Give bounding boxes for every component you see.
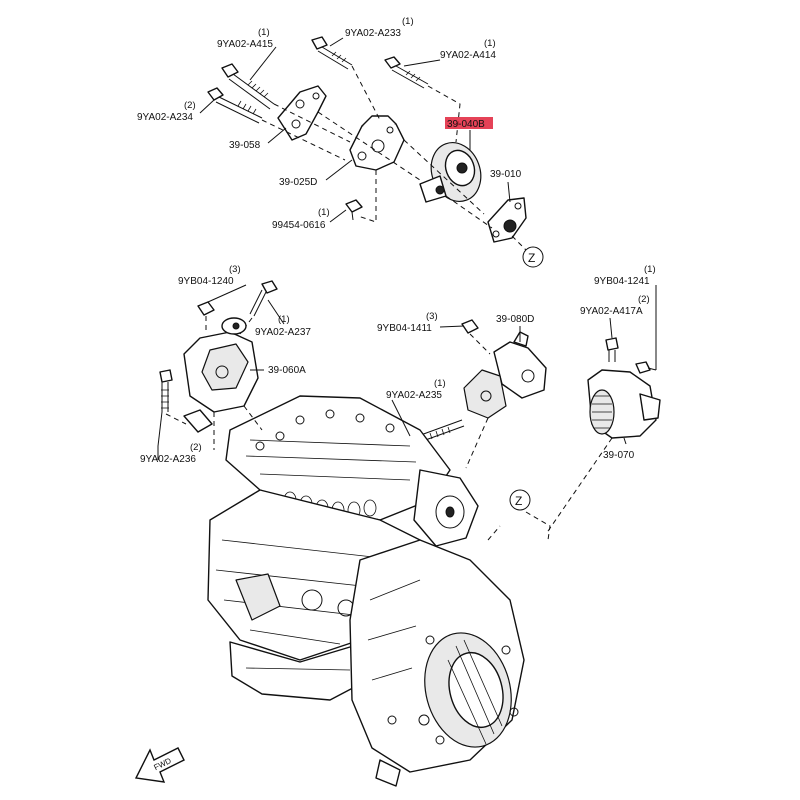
callout-qty: (1)	[278, 314, 290, 325]
callout-qty: (1)	[644, 264, 656, 275]
leader-lines	[157, 37, 657, 460]
bolt-9yb04-1241	[635, 361, 651, 374]
z-marker-top: Z	[522, 246, 544, 268]
transmission-bolts	[387, 635, 519, 745]
right-mount-assembly	[587, 337, 661, 439]
highlight-box	[445, 117, 493, 129]
callout-part-number: 9YA02-A237	[255, 327, 311, 338]
callout-qty: (1)	[318, 207, 330, 218]
callout-part-number: 39-040B	[447, 119, 485, 130]
callout-part-number: 39-058	[229, 140, 261, 151]
callout-part-number: 9YA02-A415	[217, 39, 273, 50]
bolt-9ya02-a234	[207, 87, 263, 124]
callout-part-number: 39-070	[603, 450, 635, 461]
callout-part-number: 9YA02-A233	[345, 28, 401, 39]
callout-qty: (1)	[258, 27, 270, 38]
callout-9ya02-a415: (1) 9YA02-A415	[217, 27, 273, 50]
bracket-39-058	[277, 85, 327, 141]
callout-part-number: 39-025D	[279, 177, 317, 188]
center-mount-assembly	[405, 319, 547, 446]
engine-mount-39-060a	[183, 317, 259, 433]
top-mount-assembly	[207, 36, 529, 253]
callout-qty: (1)	[484, 38, 496, 49]
callout-part-number: 9YA02-A234	[137, 112, 193, 123]
callout-9ya02-a233: (1) 9YA02-A233	[345, 16, 414, 39]
callout-qty: (3)	[426, 311, 438, 322]
bracket-39-080d	[463, 331, 547, 419]
callout-part-number: 9YB04-1241	[594, 276, 650, 287]
nut-9yb04-1240	[197, 301, 215, 332]
callout-part-number: 9YA02-A414	[440, 50, 496, 61]
callout-qty: (2)	[184, 100, 196, 111]
bracket-39-010	[487, 197, 527, 243]
callout-9ya02-a236: (2) 9YA02-A236	[140, 442, 202, 465]
callout-39-040b: 39-040B	[445, 117, 493, 130]
callout-9yb04-1240: (3) 9YB04-1240	[178, 264, 241, 287]
z-marker-label: Z	[528, 251, 535, 265]
bolt-99454-0616	[345, 199, 363, 221]
callout-9yb04-1411: (3) 9YB04-1411	[377, 311, 438, 334]
callout-part-number: 9YA02-A235	[386, 390, 442, 401]
callout-39-025d: 39-025D	[279, 177, 317, 188]
head-bolts	[255, 409, 395, 451]
bolt-9ya02-a417a	[605, 337, 619, 362]
callout-qty: (2)	[190, 442, 202, 453]
callout-part-number: 9YA02-A417A	[580, 306, 643, 317]
callout-9ya02-a417a: (2) 9YA02-A417A	[580, 294, 650, 317]
bolt-9ya02-a414	[384, 56, 429, 89]
engine-mount-39-040b	[419, 142, 482, 203]
callout-9ya02-a234: (2) 9YA02-A234	[137, 100, 196, 123]
callout-qty: (3)	[229, 264, 241, 275]
callout-99454-0616: (1) 99454-0616	[272, 207, 330, 231]
bolt-9ya02-a236	[159, 369, 187, 425]
callout-39-010: 39-010	[490, 169, 522, 180]
bolt-9ya02-a415	[221, 63, 275, 110]
fwd-arrow-icon: FWD	[134, 747, 185, 783]
callout-part-number: 99454-0616	[272, 220, 326, 231]
callout-part-number: 39-080D	[496, 314, 534, 325]
callout-part-number: 9YB04-1240	[178, 276, 234, 287]
callout-39-080d: 39-080D	[496, 314, 534, 325]
z-marker-label: Z	[515, 494, 522, 508]
bolt-9ya02-a233	[311, 36, 353, 70]
transmission	[349, 539, 525, 787]
callout-qty: (1)	[402, 16, 414, 27]
callout-9ya02-a237: (1) 9YA02-A237	[255, 314, 311, 338]
left-mount-assembly	[159, 280, 278, 433]
callout-39-060a: 39-060A	[268, 365, 306, 376]
callout-part-number: 39-010	[490, 169, 522, 180]
z-marker-bottom: Z	[509, 489, 531, 511]
callout-9ya02-a414: (1) 9YA02-A414	[440, 38, 496, 61]
callout-part-number: 39-060A	[268, 365, 306, 376]
callout-part-number: 9YA02-A236	[140, 454, 196, 465]
callout-39-070: 39-070	[603, 450, 635, 461]
callout-part-number: 9YB04-1411	[377, 323, 432, 334]
callout-39-058: 39-058	[229, 140, 261, 151]
callout-9yb04-1241: (1) 9YB04-1241	[594, 264, 656, 287]
engine-mount-39-070	[587, 369, 661, 439]
callout-qty: (2)	[638, 294, 650, 305]
nut-9yb04-1411	[461, 319, 491, 355]
bracket-39-025d	[349, 115, 405, 171]
callout-qty: (1)	[434, 378, 446, 389]
callout-9ya02-a235: (1) 9YA02-A235	[386, 378, 446, 401]
